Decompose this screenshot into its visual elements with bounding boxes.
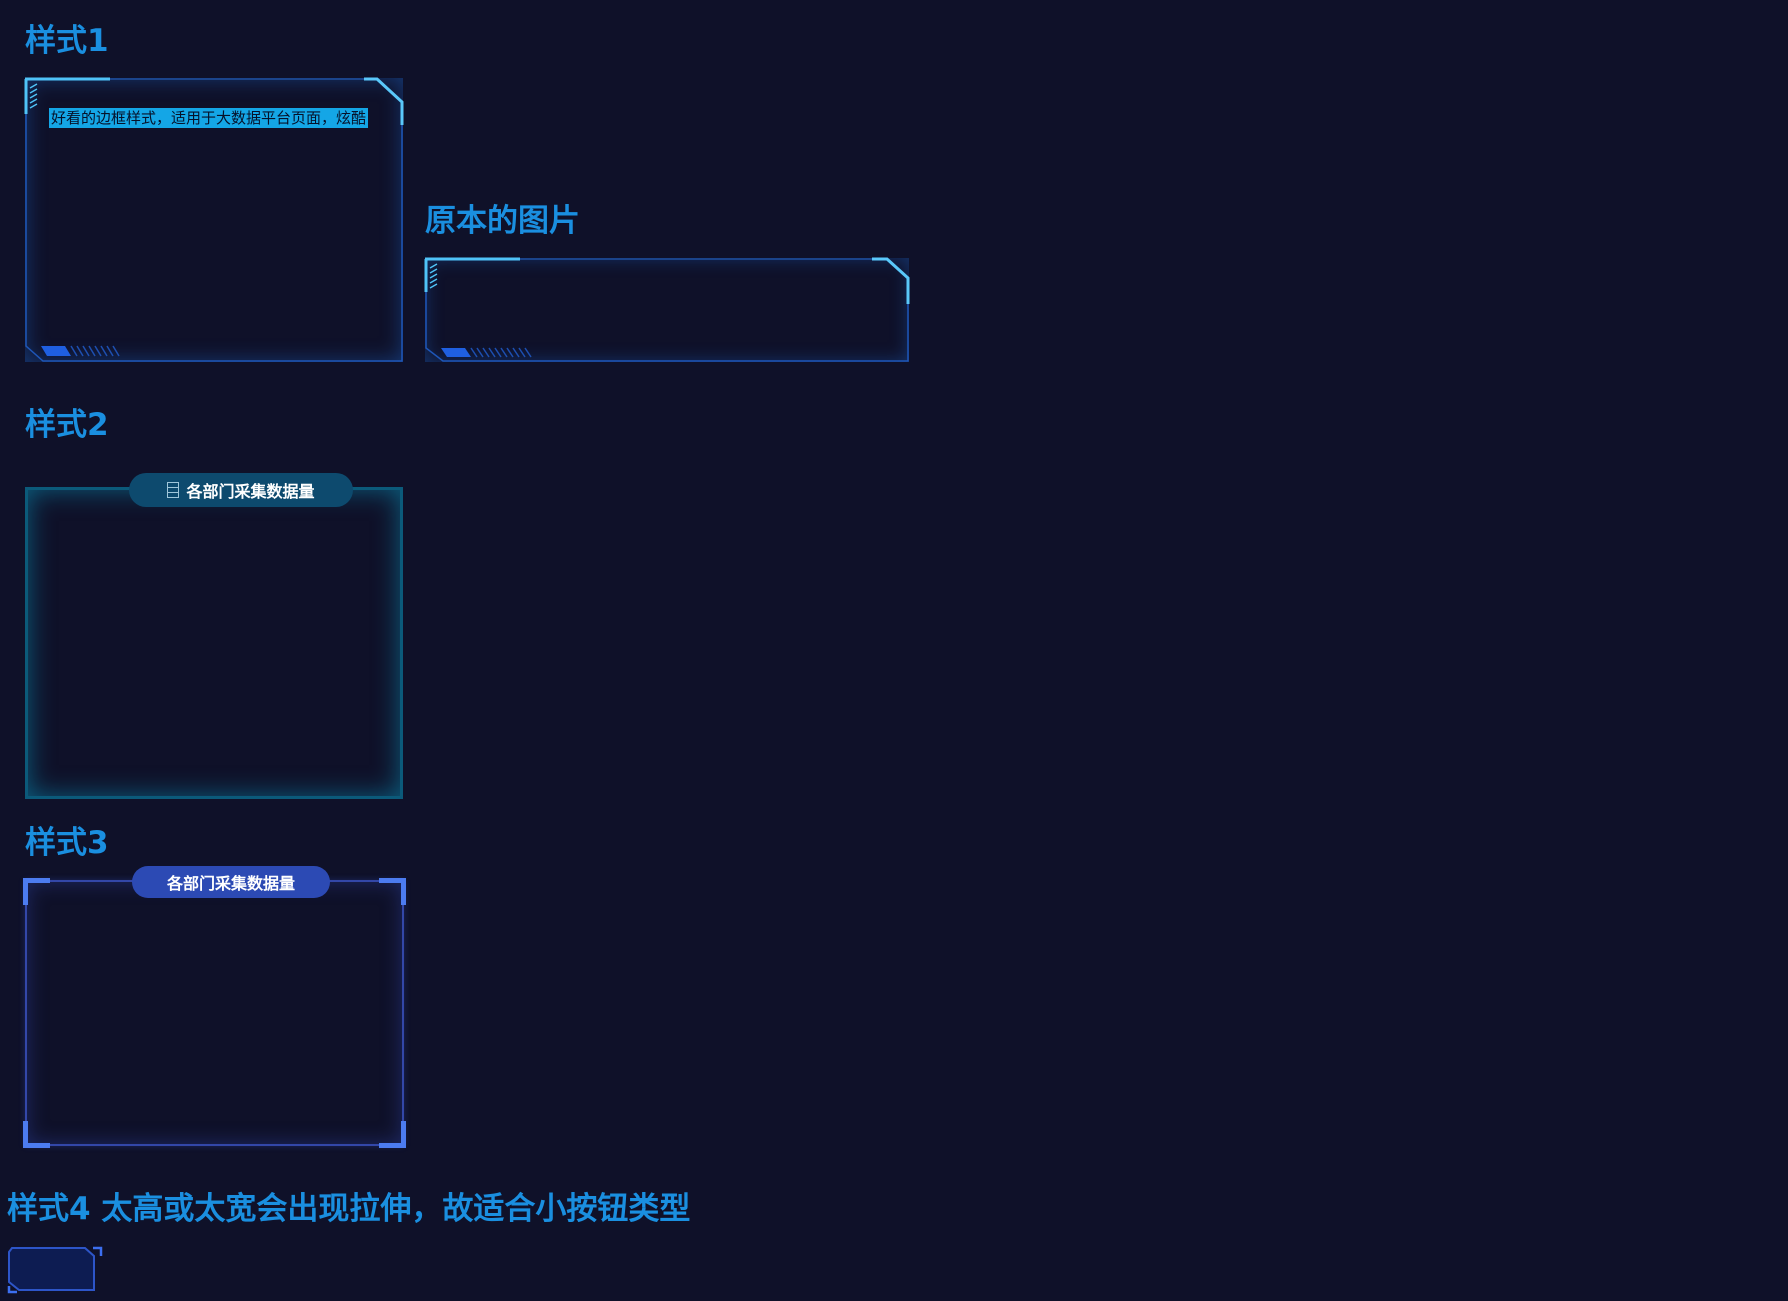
original-image-heading: 原本的图片 (425, 203, 580, 239)
style3-title: 各部门采集数据量 (166, 874, 295, 893)
original-frame-decoration (424, 257, 910, 362)
style4-small-button[interactable] (7, 1246, 103, 1294)
corner-bracket-top-right (379, 878, 406, 905)
style2-frame: 各部门采集数据量 (25, 473, 403, 799)
style3-heading: 样式3 (25, 825, 109, 861)
style2-title: 各部门采集数据量 (186, 482, 315, 501)
style2-title-badge: 各部门采集数据量 (129, 473, 353, 507)
corner-bracket-bottom-left (23, 1121, 50, 1148)
style4-heading: 样式4 太高或太宽会出现拉伸，故适合小按钮类型 (7, 1191, 691, 1227)
style3-frame: 各部门采集数据量 (23, 866, 406, 1148)
corner-bracket-top-left (23, 878, 50, 905)
style1-heading: 样式1 (25, 23, 109, 59)
style1-frame: 好看的边框样式，适用于大数据平台页面，炫酷 (24, 77, 404, 362)
style4-button-frame (7, 1246, 103, 1294)
selected-text[interactable]: 好看的边框样式，适用于大数据平台页面，炫酷 (49, 108, 369, 128)
corner-bracket-bottom-right (379, 1121, 406, 1148)
style3-title-badge: 各部门采集数据量 (132, 866, 330, 898)
menu-icon (167, 482, 180, 498)
style1-frame-decoration (24, 77, 404, 362)
original-frame-image (424, 257, 910, 362)
style2-heading: 样式2 (25, 407, 109, 443)
